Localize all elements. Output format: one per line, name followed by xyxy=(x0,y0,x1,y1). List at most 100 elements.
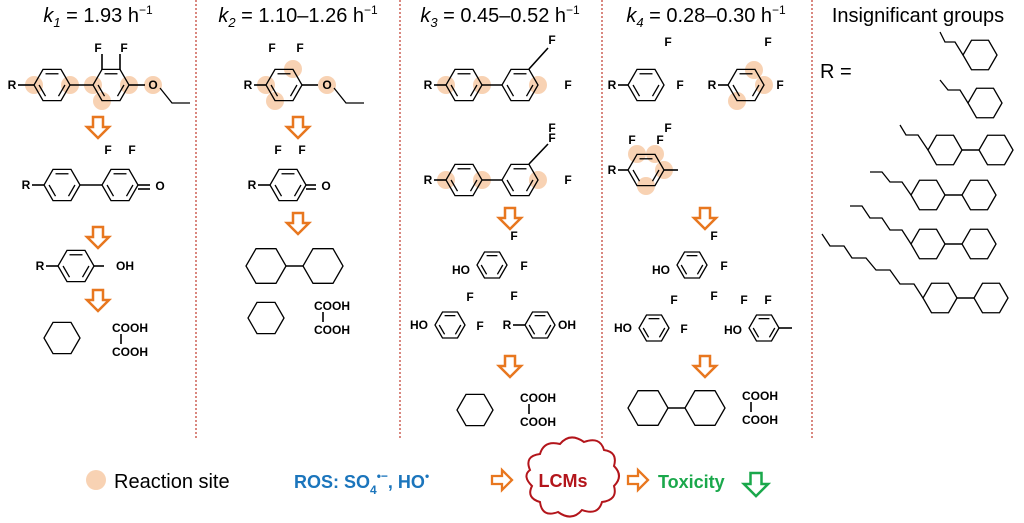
atom-label-f: F xyxy=(548,121,555,135)
atom-label-cooh: COOH xyxy=(742,413,778,427)
double-bond xyxy=(67,184,76,197)
cyclohexane-ring xyxy=(43,321,81,355)
atom-label-ho: HO xyxy=(452,263,470,277)
double-bond xyxy=(696,264,704,275)
double-bond xyxy=(632,169,641,182)
double-bond xyxy=(270,84,279,97)
double-bond xyxy=(528,324,536,335)
atom-label-f: F xyxy=(94,41,101,55)
atom-label-f: F xyxy=(740,293,747,307)
double-bond xyxy=(658,327,666,338)
atom-label-f: F xyxy=(510,229,517,243)
cyclohexane-ring xyxy=(910,179,946,211)
atom-label-ho: HO xyxy=(410,318,428,332)
atom-label-r: R xyxy=(36,259,45,273)
atom-label-ho: HO xyxy=(652,263,670,277)
bond xyxy=(528,47,549,70)
alkyl-chain xyxy=(870,171,912,196)
down-arrow-icon xyxy=(83,225,113,250)
cyclohexane-ring xyxy=(245,248,287,284)
atom-label-f: F xyxy=(520,259,527,273)
atom-label-r: R xyxy=(424,173,433,187)
benzene-ring xyxy=(57,249,95,283)
atom-label-r: R xyxy=(424,78,433,92)
insignificant-groups-title: Insignificant groups xyxy=(832,5,1004,27)
rate-header-k2: k2 = 1.10–1.26 h−1 xyxy=(218,3,378,30)
benzene-ring xyxy=(501,163,539,197)
atom-label-o: O xyxy=(148,78,157,92)
cyclohexane-ring xyxy=(927,134,963,166)
atom-label-r: R xyxy=(608,163,617,177)
atom-label-f: F xyxy=(664,35,671,49)
alkyl-chain xyxy=(159,87,190,104)
atom-label-f: F xyxy=(510,289,517,303)
down-arrow-icon xyxy=(690,206,720,231)
double-bond xyxy=(469,179,478,192)
double-bond xyxy=(642,327,650,338)
atom-label-f: F xyxy=(664,121,671,135)
benzene-ring xyxy=(638,314,670,342)
atom-label-f: F xyxy=(274,143,281,157)
atom-label-f: F xyxy=(296,41,303,55)
double-bond xyxy=(274,184,283,197)
benzene-ring xyxy=(748,314,780,342)
atom-label-r: R xyxy=(244,78,253,92)
benzene-ring xyxy=(627,153,665,187)
atom-label-f: F xyxy=(476,319,483,333)
rate-header-k4: k4 = 0.28–0.30 h−1 xyxy=(626,3,786,30)
rate-header-k1: k1 = 1.93 h−1 xyxy=(43,3,153,30)
down-arrow-icon xyxy=(83,288,113,313)
reaction-arrows xyxy=(83,115,772,498)
down-arrow-icon xyxy=(283,115,313,140)
double-bond xyxy=(768,327,776,338)
cyclohexane-ring xyxy=(247,301,285,335)
benzene-ring xyxy=(434,311,466,339)
double-bond xyxy=(732,84,741,97)
double-bond xyxy=(506,179,515,192)
alkyl-chain xyxy=(850,205,912,245)
double-bond xyxy=(81,265,90,278)
atom-label-o: O xyxy=(155,179,164,193)
cyclohexane-ring xyxy=(684,390,726,426)
double-bond xyxy=(48,184,57,197)
benzene-ring xyxy=(445,68,483,102)
reaction-site-label: Reaction site xyxy=(114,471,230,493)
atom-label-cooh: COOH xyxy=(520,391,556,405)
double-bond xyxy=(438,324,446,335)
atom-label-f: F xyxy=(298,143,305,157)
atom-label-r: R xyxy=(8,78,17,92)
down-arrow-icon xyxy=(495,354,525,379)
atom-label-f: F xyxy=(710,289,717,303)
atom-label-ho: HO xyxy=(724,323,742,337)
ros-label: ROS: SO4•−, HO• xyxy=(294,469,429,497)
rate-header-k3: k3 = 0.45–0.52 h−1 xyxy=(420,3,580,30)
benzene-ring xyxy=(269,168,307,202)
down-arrow-icon xyxy=(740,471,772,498)
down-arrow-icon xyxy=(83,115,113,140)
cyclohexane-ring xyxy=(973,282,1009,314)
alkyl-chain xyxy=(939,31,964,56)
atom-label-f: F xyxy=(268,41,275,55)
double-bond xyxy=(38,84,47,97)
atom-label-cooh: COOH xyxy=(314,299,350,313)
down-arrow-icon xyxy=(283,211,313,236)
benzene-ring xyxy=(524,311,556,339)
benzene-ring xyxy=(265,68,303,102)
right-arrow-icon xyxy=(490,467,514,493)
cyclohexane-ring xyxy=(910,228,946,260)
double-bond xyxy=(651,169,660,182)
reaction-site-marker xyxy=(318,76,336,94)
down-arrow-icon xyxy=(690,354,720,379)
alkyl-chain xyxy=(939,79,969,104)
atom-label-f: F xyxy=(676,78,683,92)
cyclohexane-ring xyxy=(627,390,669,426)
double-bond xyxy=(116,84,125,97)
double-bond xyxy=(525,179,534,192)
atom-label-cooh: COOH xyxy=(314,323,350,337)
column-dividers xyxy=(195,0,813,440)
atom-label-o: O xyxy=(321,179,330,193)
cyclohexane-ring xyxy=(456,393,494,427)
atom-label-f: F xyxy=(670,293,677,307)
double-bond xyxy=(454,324,462,335)
reaction-site-legend-dot xyxy=(86,470,106,490)
